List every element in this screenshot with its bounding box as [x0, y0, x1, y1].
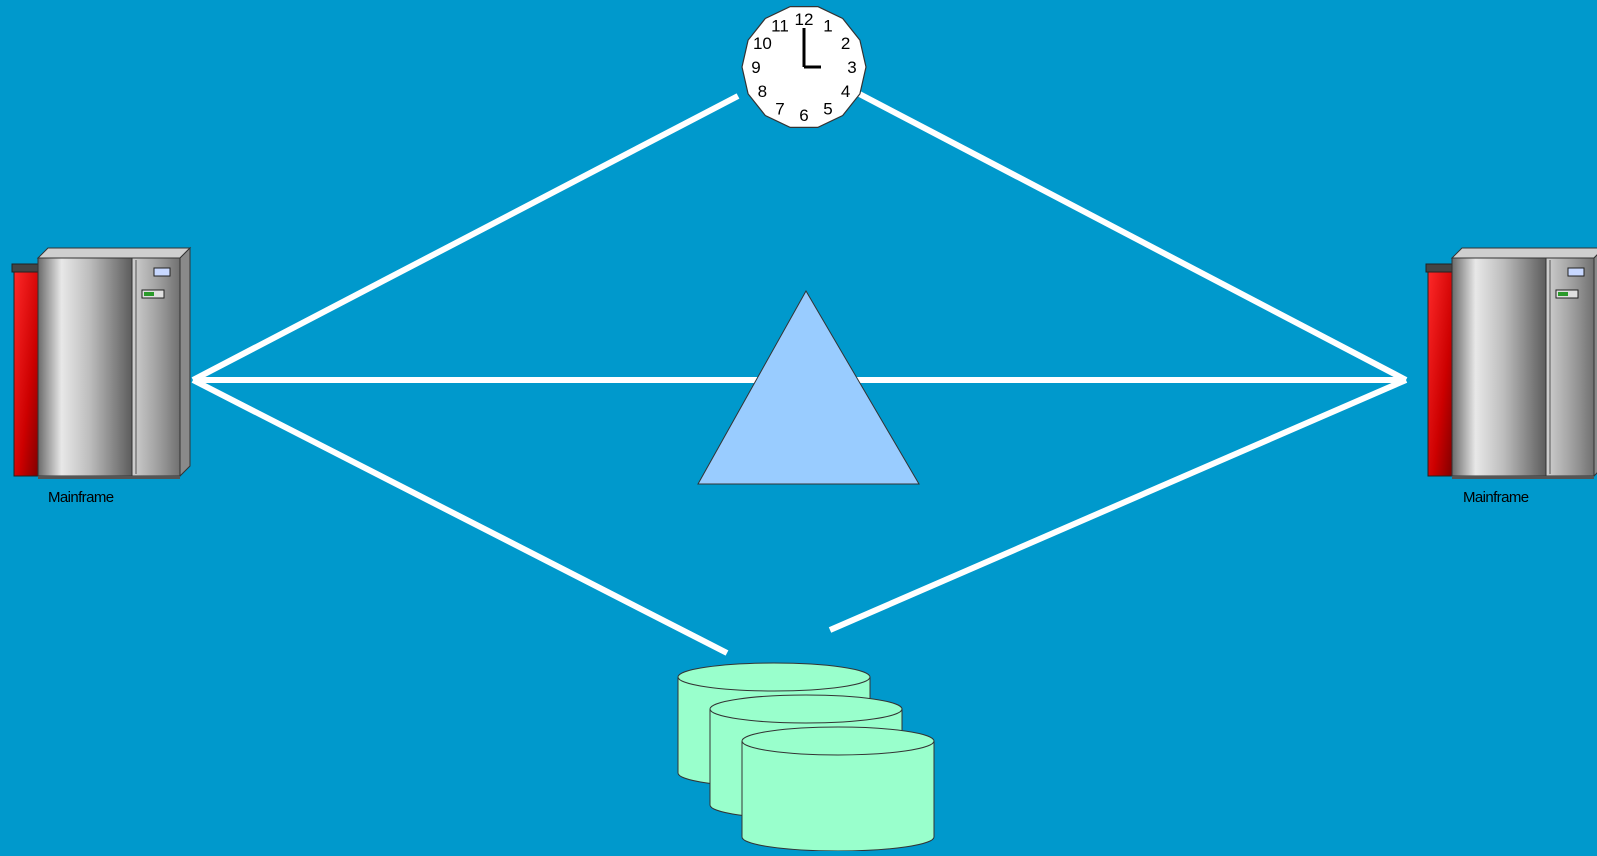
triangle-icon[interactable]: [698, 291, 919, 484]
clock-numeral-5: 5: [823, 100, 832, 119]
disk-stack-icon[interactable]: [678, 663, 934, 851]
clock-numeral-7: 7: [775, 100, 784, 119]
line-left-to-disks: [193, 380, 727, 653]
clock-numeral-9: 9: [751, 58, 760, 77]
clock-numeral-10: 10: [753, 34, 772, 53]
line-left-to-clock: [193, 96, 738, 380]
line-disks-to-right: [830, 380, 1406, 630]
clock-numeral-8: 8: [758, 82, 767, 101]
clock-numeral-2: 2: [841, 34, 850, 53]
mainframe-left-label: Mainframe: [48, 489, 113, 506]
clock-numeral-11: 11: [771, 16, 789, 35]
mainframe-left-icon[interactable]: [12, 248, 190, 479]
clock-numeral-6: 6: [799, 106, 808, 125]
clock-numeral-3: 3: [847, 58, 856, 77]
disk-front-icon: [742, 727, 934, 851]
clock-numeral-12: 12: [795, 10, 814, 29]
line-clock-to-right: [848, 88, 1406, 380]
mainframe-right-label: Mainframe: [1463, 489, 1528, 506]
clock-numeral-1: 1: [823, 16, 832, 35]
clock-numeral-4: 4: [841, 82, 850, 101]
mainframe-right-icon[interactable]: [1426, 248, 1597, 479]
